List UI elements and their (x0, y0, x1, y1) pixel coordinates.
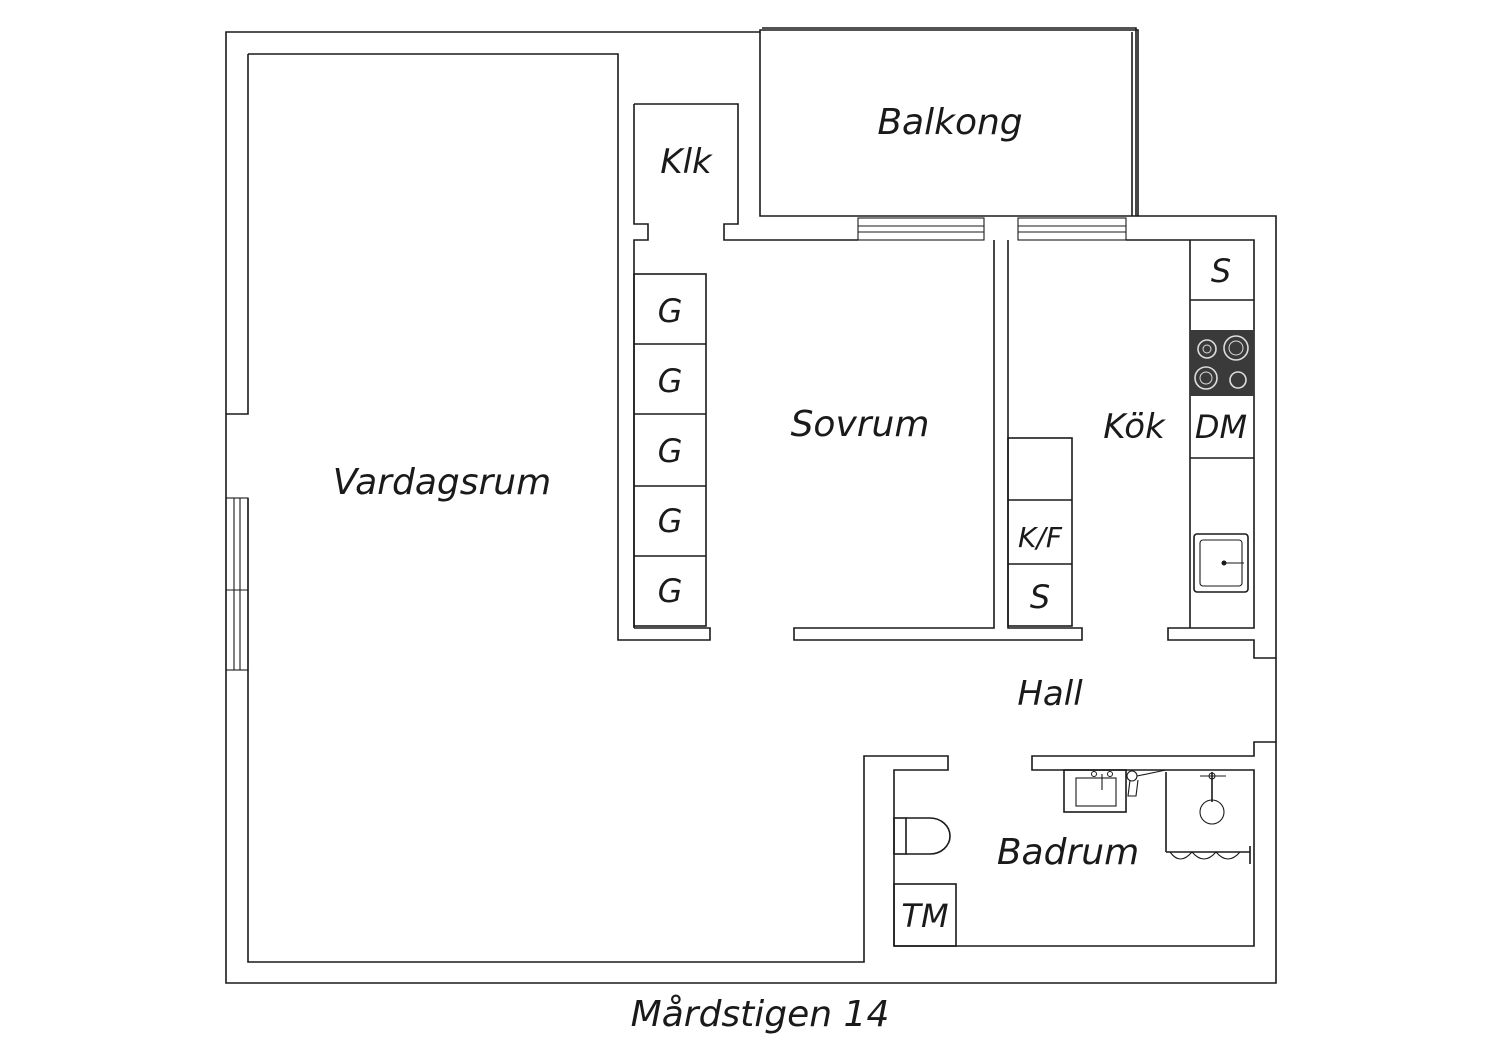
walls (225, 27, 1277, 984)
stove-icon (1190, 330, 1254, 396)
fridge-storage-block (1007, 437, 1073, 627)
window-icon (225, 217, 1127, 671)
kitchen-storage-label: S (1211, 252, 1231, 290)
dishwasher-label: DM (1195, 408, 1247, 446)
room-label-badrum: Badrum (997, 832, 1139, 873)
wardrobe-label: G (658, 572, 683, 610)
kitchen-sink-icon (1193, 533, 1249, 593)
room-label-vardagsrum: Vardagsrum (333, 462, 551, 503)
room-label-hall: Hall (1017, 674, 1083, 714)
wardrobe-label: G (658, 502, 683, 540)
washing-machine (893, 883, 957, 947)
room-label-klk: Klk (660, 142, 713, 182)
kitchen-counter (1189, 240, 1254, 628)
wardrobe-label: G (658, 362, 683, 400)
storage-label: S (1030, 578, 1050, 616)
washing-machine-label: TM (901, 897, 948, 935)
address-caption: Mårdstigen 14 (631, 994, 890, 1035)
toilet-icon (893, 817, 951, 855)
wardrobe-column (633, 273, 707, 627)
washbasin-icon (1063, 769, 1167, 813)
room-label-kok: Kök (1103, 407, 1166, 447)
wardrobe-label: G (658, 292, 683, 330)
room-label-balkong: Balkong (877, 102, 1022, 143)
shower-icon (1165, 772, 1251, 864)
fridge-freezer-label: K/F (1018, 521, 1063, 554)
wardrobe-label: G (658, 432, 683, 470)
room-label-sovrum: Sovrum (791, 404, 930, 445)
